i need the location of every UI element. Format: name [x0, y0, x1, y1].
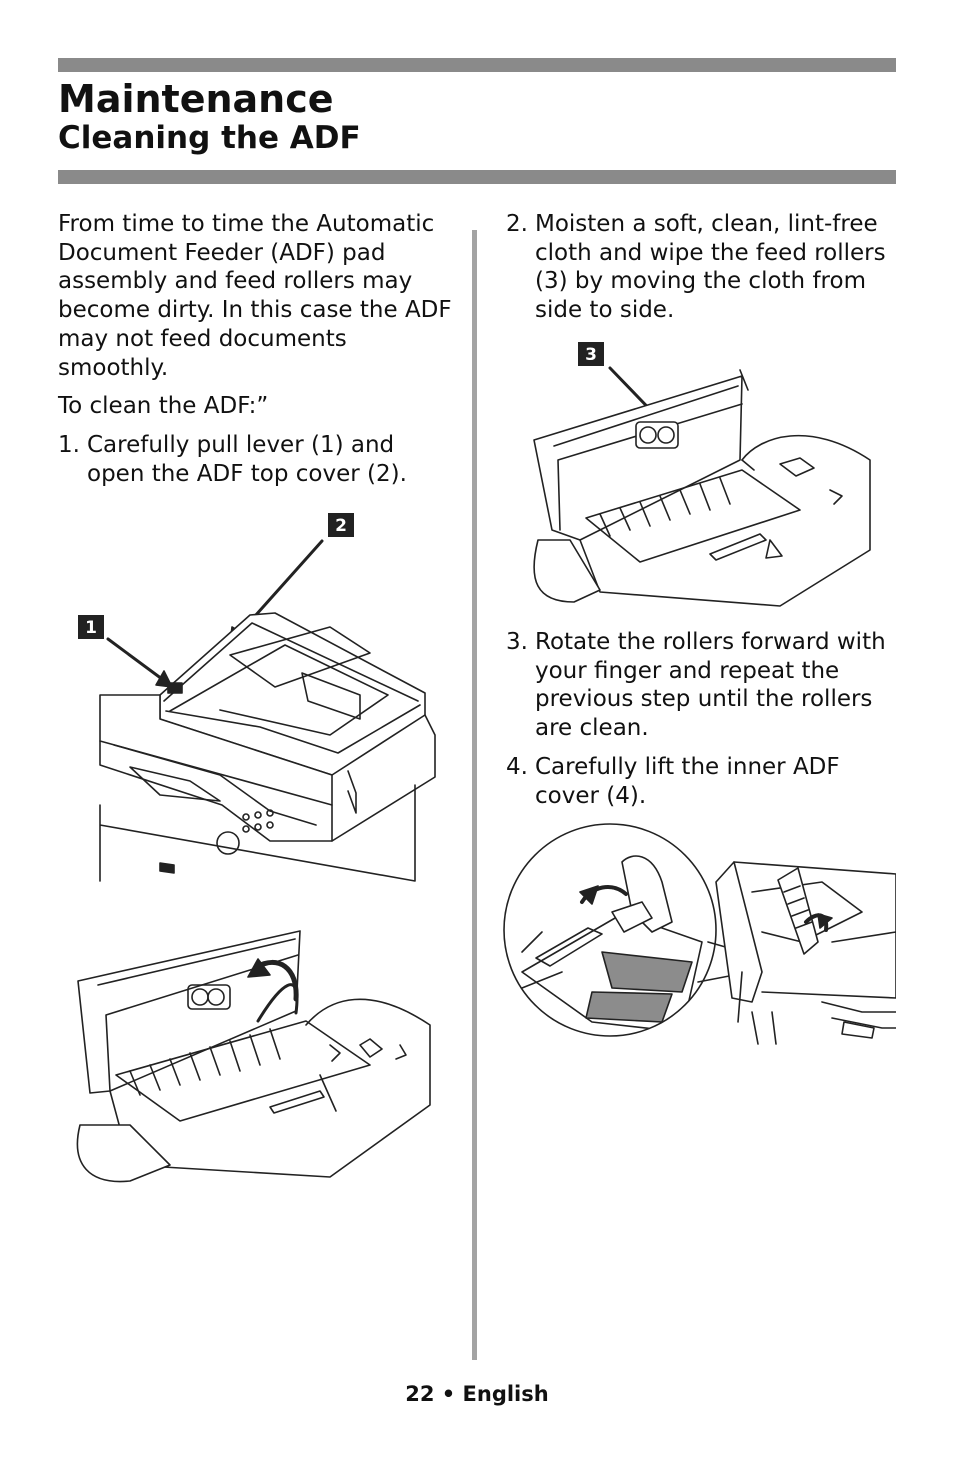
header-rule-bottom — [58, 170, 896, 184]
intro-paragraph: From time to time the Automatic Document… — [58, 211, 452, 381]
left-column: From time to time the Automatic Document… — [58, 210, 458, 488]
callout-3-badge: 3 — [578, 342, 604, 366]
step-number: 1. — [58, 431, 80, 458]
step-2-block: 2. Moisten a soft, clean, lint-free clot… — [506, 210, 906, 325]
callout-2-badge: 2 — [328, 513, 354, 537]
steps-3-4-block: 3. Rotate the rollers forward with your … — [506, 628, 906, 810]
step-number: 3. — [506, 629, 528, 655]
step-2: 2. Moisten a soft, clean, lint-free clot… — [506, 210, 906, 325]
callout-3-label: 3 — [585, 345, 597, 365]
step-text: Carefully lift the inner ADF cover (4). — [535, 753, 840, 809]
step-text: Rotate the rollers forward with your fin… — [535, 629, 886, 742]
feed-rollers-figure: 3 — [530, 340, 875, 610]
callout-1-badge: 1 — [78, 615, 104, 639]
step-3: 3. Rotate the rollers forward with your … — [506, 628, 906, 743]
page-footer: 22 • English — [405, 1382, 549, 1406]
lead-paragraph: To clean the ADF:” — [58, 393, 269, 420]
callout-2-label: 2 — [335, 516, 347, 536]
column-divider — [472, 230, 477, 1360]
header-rule-top — [58, 58, 896, 72]
step-number: 2. — [506, 211, 528, 237]
adf-open-cover-figure — [70, 925, 440, 1185]
step-text: Carefully pull lever (1) and open the AD… — [87, 431, 407, 487]
callout-1-label: 1 — [85, 618, 97, 638]
step-4: 4. Carefully lift the inner ADF cover (4… — [506, 753, 906, 810]
step-1: 1. Carefully pull lever (1) and open the… — [58, 431, 458, 488]
inner-cover-figure — [502, 822, 896, 1048]
page-title: Maintenance — [58, 77, 334, 121]
step-number: 4. — [506, 753, 528, 780]
section-title: Cleaning the ADF — [58, 120, 361, 156]
printer-adf-figure: 2 1 — [70, 505, 450, 885]
step-text: Moisten a soft, clean, lint-free cloth a… — [535, 211, 886, 324]
